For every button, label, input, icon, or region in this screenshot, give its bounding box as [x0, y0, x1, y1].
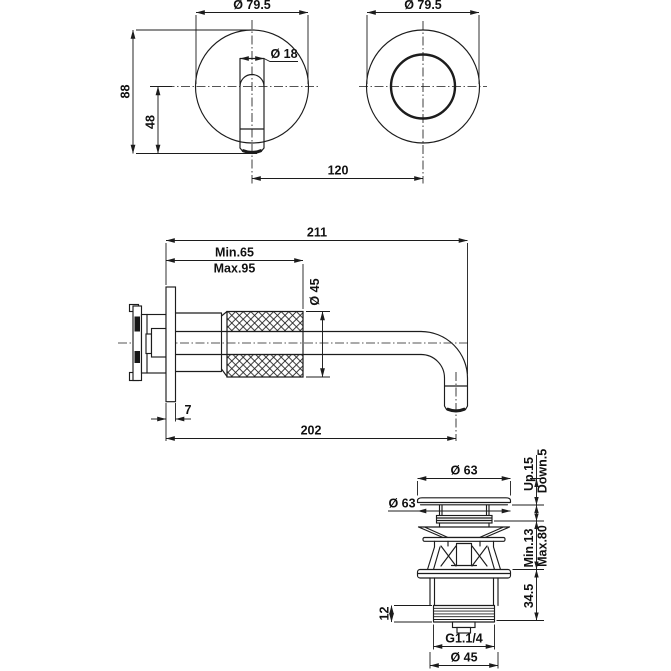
chain-arrowheads	[534, 478, 539, 621]
view-spout-escutcheon-front: Ø 79.5	[359, 0, 487, 184]
dim-thread-length: 12	[378, 607, 392, 621]
handle-dome	[239, 73, 265, 88]
dim-wall-depth-min: Min.65	[215, 246, 254, 260]
dim-clamp-max: Max.80	[536, 525, 550, 567]
dim-thread-size: G1.1/4	[445, 632, 483, 646]
drain-spider-slot	[450, 542, 478, 567]
escutcheon-outer-circle	[365, 29, 481, 144]
dim-plate-diameter-left: Ø 79.5	[233, 0, 271, 12]
dim-spout-reach: 202	[301, 424, 322, 438]
knurl-band-top	[226, 310, 304, 333]
drain-stem	[438, 504, 490, 517]
drain-nipple-lower	[456, 626, 472, 634]
dim-wall-depth-max: Max.95	[214, 262, 256, 276]
valve-boss-step	[145, 333, 153, 355]
spout-tube	[174, 330, 422, 356]
handle-tip	[241, 149, 263, 155]
dim-center-distance: 120	[328, 164, 349, 178]
valve-marking-top	[134, 316, 140, 332]
spout-curve	[420, 330, 469, 379]
drain-spider-posts	[433, 540, 495, 548]
drain-body	[429, 577, 499, 607]
spout-sleeve	[174, 312, 223, 373]
dim-below-deck: 34.5	[522, 584, 536, 608]
drain-nipple-upper	[451, 621, 476, 629]
dim-plate-diameter-right: Ø 79.5	[404, 0, 442, 12]
knurl-band-bottom	[226, 353, 304, 378]
valve-boss	[150, 327, 167, 358]
spout-outlet	[443, 377, 469, 407]
knurl-outline	[226, 310, 304, 378]
dim-handle-height: 48	[144, 115, 158, 129]
wall-plate	[165, 286, 177, 403]
dim-total-length: 211	[307, 226, 327, 240]
dim-flange-diameter: Ø 63	[388, 497, 415, 511]
dim-drain-body-diameter: Ø 45	[450, 651, 477, 665]
dim-total-height: 88	[119, 85, 133, 99]
drain-gasket-stack	[435, 514, 493, 524]
drain-spider-sides	[426, 546, 502, 571]
drain-spider-struts	[440, 545, 488, 567]
dim-plate-thickness: 7	[185, 403, 192, 417]
drain-cone-flange	[417, 526, 511, 539]
trim-plate-circle	[194, 29, 310, 144]
dim-travel-up: Up.15	[522, 457, 536, 491]
dim-body-diameter: Ø 45	[308, 278, 322, 305]
view-drain: Ø 63 Ø 63 Up.15 Down.5 Min.13 Max.80 34.…	[378, 449, 550, 669]
drain-thread-lines	[433, 607, 495, 620]
drain-washer-upper	[422, 536, 506, 542]
drain-cap	[416, 497, 512, 506]
dim-travel-down: Down.5	[536, 449, 550, 493]
view-spout-side: 211 Min.65 Max.95 Ø 45 7 202	[118, 226, 470, 441]
view-handle-front: Ø 79.5 88 48 Ø 18 120	[119, 0, 424, 184]
dim-cap-diameter: Ø 63	[450, 464, 477, 478]
spout-collar-circle	[389, 53, 457, 120]
dim-clamp-min: Min.13	[522, 529, 536, 568]
valve-marking-bottom	[134, 351, 140, 363]
dim-handle-diameter: Ø 18	[270, 47, 297, 61]
